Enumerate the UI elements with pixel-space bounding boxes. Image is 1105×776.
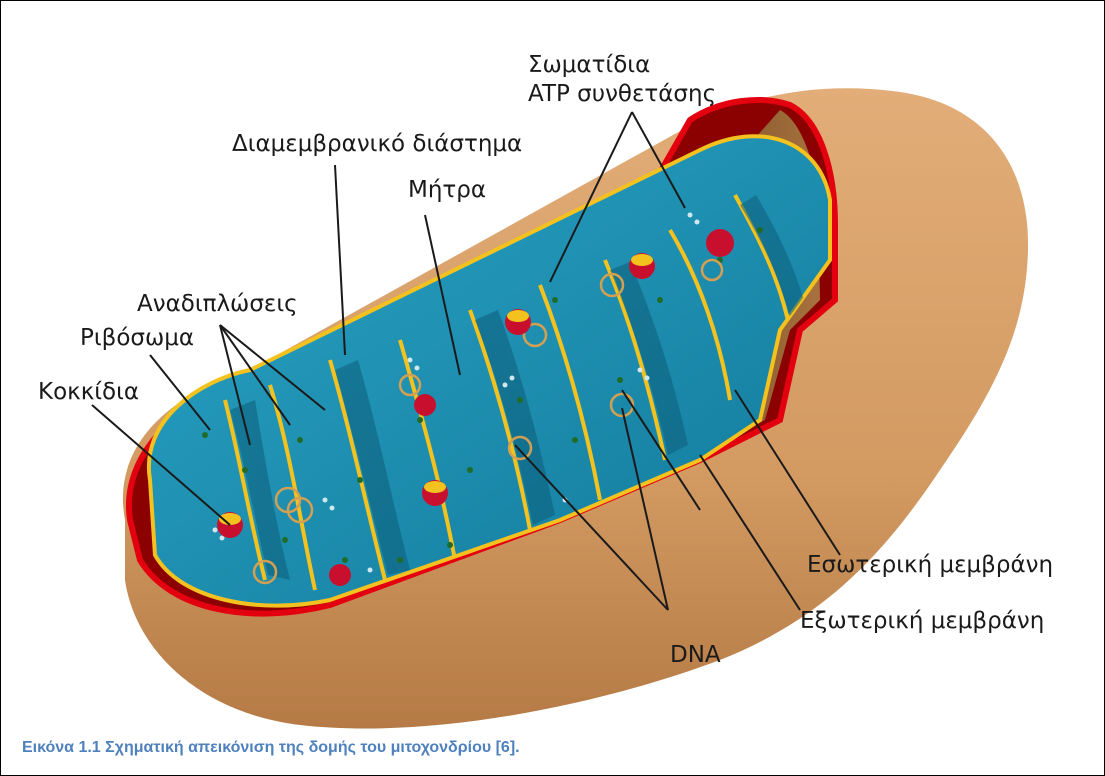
outer-membrane-label: Εξωτερική μεμβράνη: [800, 608, 1044, 634]
intermembrane-space-label: Διαμεμβρανικό διάστημα: [232, 131, 522, 157]
figure-caption: Εικόνα 1.1 Σχηματική απεικόνιση της δομή…: [22, 739, 520, 757]
atp-synthase-label-line1: Σωματίδια: [528, 52, 650, 78]
granules-label: Κοκκίδια: [38, 379, 139, 405]
cristae-label: Αναδιπλώσεις: [137, 291, 298, 317]
ribosome-label: Ριβόσωμα: [80, 325, 194, 351]
matrix-label: Μήτρα: [408, 177, 486, 203]
atp-synthase-label-line2: ATP συνθετάσης: [528, 81, 716, 107]
inner-membrane-label: Εσωτερική μεμβράνη: [807, 552, 1053, 578]
dna-label: DNA: [670, 642, 721, 668]
